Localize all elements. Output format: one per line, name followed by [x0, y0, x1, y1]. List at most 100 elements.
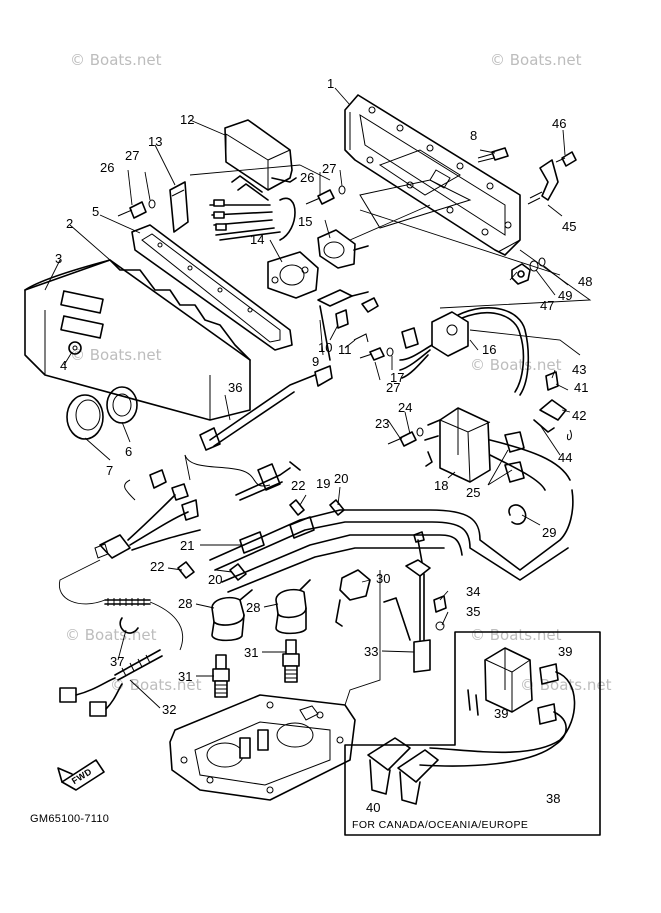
- clamp-part: [508, 504, 527, 525]
- cdi-unit-part: [209, 119, 297, 241]
- plug-cap-part: [211, 589, 253, 642]
- part-label-37: 37: [110, 654, 124, 669]
- clamp-part: [359, 327, 419, 361]
- part-label-21: 21: [180, 538, 194, 553]
- part-label-6: 6: [125, 444, 132, 459]
- part-label-27a: 27: [125, 148, 139, 163]
- part-label-47: 47: [540, 298, 554, 313]
- wire-loom-part: [59, 598, 163, 717]
- part-label-23: 23: [375, 416, 389, 431]
- rectifier-part: [317, 229, 369, 269]
- watermark: © Boats.net: [470, 356, 562, 374]
- part-label-3: 3: [55, 251, 62, 266]
- rivet-part: [68, 341, 82, 355]
- coil-part: [267, 251, 319, 299]
- part-label-9: 9: [312, 354, 319, 369]
- bolt-washer-part: [433, 595, 447, 631]
- part-label-8: 8: [470, 128, 477, 143]
- hose-part: [209, 489, 574, 593]
- part-labels: 1 2 3 4 5 6 7 8 9 10 11 12 13 14 15 16 1…: [55, 76, 592, 815]
- inset-note: FOR CANADA/OCEANIA/EUROPE: [352, 819, 528, 831]
- part-label-18: 18: [434, 478, 448, 493]
- part-label-20b: 20: [208, 572, 222, 587]
- part-label-39b: 39: [494, 706, 508, 721]
- part-label-29: 29: [542, 525, 556, 540]
- bolt-part: [477, 147, 509, 163]
- bolt-washer-part: [117, 199, 156, 219]
- watermark: © Boats.net: [70, 51, 162, 69]
- part-label-26b: 26: [300, 170, 314, 185]
- part-label-11: 11: [338, 342, 352, 357]
- part-label-45: 45: [562, 219, 576, 234]
- leader-lines: [44, 87, 592, 709]
- part-label-43: 43: [572, 362, 586, 377]
- part-label-28a: 28: [178, 596, 192, 611]
- part-label-38: 38: [546, 791, 560, 806]
- watermark-layer: © Boats.net © Boats.net © Boats.net © Bo…: [65, 51, 612, 694]
- fwd-arrow-icon: FWD: [57, 759, 105, 791]
- nut-washer-part: [511, 257, 546, 285]
- flywheel-cover-part: [24, 259, 251, 421]
- plug-boot-part: [489, 431, 571, 491]
- spark-plug-part: [282, 639, 300, 683]
- part-label-10: 10: [318, 340, 332, 355]
- ignition-coil-part: [424, 407, 491, 483]
- part-label-1: 1: [327, 76, 334, 91]
- harness-part: [235, 461, 301, 501]
- part-label-24: 24: [398, 400, 412, 415]
- bolt-washer-part: [305, 185, 346, 205]
- watermark: © Boats.net: [110, 676, 202, 694]
- part-label-16: 16: [482, 342, 496, 357]
- part-label-27b: 27: [322, 161, 336, 176]
- part-label-31b: 31: [244, 645, 258, 660]
- watermark: © Boats.net: [470, 626, 562, 644]
- cable-part: [184, 365, 333, 487]
- part-label-40: 40: [366, 800, 380, 815]
- connector-part: [317, 289, 379, 361]
- part-label-35: 35: [466, 604, 480, 619]
- wire-harness-part: [94, 469, 201, 559]
- watermark: © Boats.net: [65, 626, 157, 644]
- part-label-20a: 20: [334, 471, 348, 486]
- diagram-code: GM65100-7110: [30, 813, 109, 825]
- part-label-12: 12: [180, 112, 194, 127]
- sensor-part: [335, 569, 371, 627]
- cover-plate-part: [344, 94, 521, 256]
- part-label-34: 34: [466, 584, 480, 599]
- spark-plug-part: [212, 654, 230, 698]
- hose-clamp-part: [177, 499, 345, 581]
- part-label-22b: 22: [150, 559, 164, 574]
- part-label-46: 46: [552, 116, 566, 131]
- gasket-part: [131, 224, 293, 351]
- part-label-2: 2: [66, 216, 73, 231]
- part-label-7: 7: [106, 463, 113, 478]
- part-label-22a: 22: [291, 478, 305, 493]
- plug-cap-part: [275, 579, 311, 635]
- cap-part: [66, 394, 104, 440]
- part-label-15: 15: [298, 214, 312, 229]
- inset-box: FOR CANADA/OCEANIA/EUROPE: [344, 631, 601, 836]
- part-label-27c: 27: [386, 380, 400, 395]
- part-label-13: 13: [148, 134, 162, 149]
- watermark: © Boats.net: [520, 676, 612, 694]
- watermark: © Boats.net: [490, 51, 582, 69]
- seal-part: [106, 386, 138, 424]
- part-label-14: 14: [250, 232, 264, 247]
- part-label-30: 30: [376, 571, 390, 586]
- part-label-17: 17: [390, 370, 404, 385]
- part-label-36: 36: [228, 380, 242, 395]
- part-label-32: 32: [162, 702, 176, 717]
- bolt-washer-part: [387, 427, 424, 447]
- part-label-5: 5: [92, 204, 99, 219]
- sensor-part: [399, 307, 530, 396]
- bracket-part: [527, 151, 577, 205]
- sensor-rod-part: [383, 531, 431, 673]
- watermark: © Boats.net: [70, 346, 162, 364]
- part-label-49: 49: [558, 288, 572, 303]
- part-label-19: 19: [316, 476, 330, 491]
- spacer-part: [169, 181, 189, 233]
- part-label-25: 25: [466, 485, 480, 500]
- part-label-26a: 26: [100, 160, 114, 175]
- fwd-label: FWD: [70, 766, 94, 786]
